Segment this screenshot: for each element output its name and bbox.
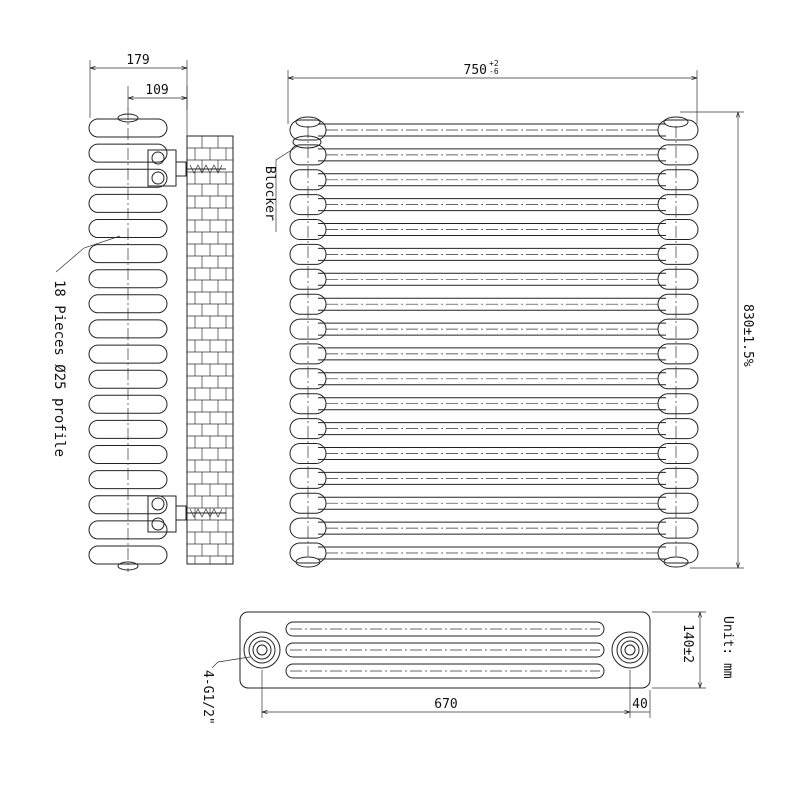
width-tol-lower: -6 <box>489 67 499 76</box>
front-tube <box>289 268 699 290</box>
profile-leader <box>55 235 121 273</box>
front-tube <box>289 443 699 464</box>
height-dim-label: 830±1.5% <box>740 304 755 367</box>
front-tube <box>289 318 699 340</box>
front-tube <box>289 293 699 315</box>
front-view: Blocker 750 +2 -6 830±1.5% <box>262 59 755 569</box>
upper-bracket <box>147 149 226 187</box>
side-view: 179 109 18 Pieces Ø25 profile <box>51 53 234 572</box>
front-tube-stack <box>289 119 699 564</box>
front-tube <box>289 368 699 390</box>
front-top-left-cap <box>295 116 321 128</box>
offset-dimension: 40 <box>630 690 651 718</box>
top-slots <box>285 621 605 679</box>
right-connection <box>611 631 649 669</box>
front-tube <box>289 119 699 141</box>
wall-bricks <box>187 136 233 564</box>
connection-leader <box>211 656 251 669</box>
connection-label: 4-G1/2" <box>200 670 215 725</box>
centres-dimension: 670 <box>261 670 631 718</box>
front-tube <box>289 219 699 240</box>
centres-dim-label: 670 <box>434 697 457 712</box>
lower-bracket <box>147 495 226 533</box>
front-top-right-cap <box>663 116 689 128</box>
front-tube <box>289 243 699 265</box>
front-tube <box>289 418 699 440</box>
front-tube <box>289 194 699 216</box>
front-tube <box>289 169 699 191</box>
centre-dim-label: 109 <box>145 83 168 98</box>
front-tube <box>289 517 699 539</box>
top-depth-dimension: 140±2 <box>652 611 706 689</box>
left-connection <box>243 631 281 669</box>
depth-dim-label: 179 <box>126 53 149 68</box>
blocker-label: Blocker <box>262 166 277 221</box>
top-depth-dim-label: 140±2 <box>680 624 695 663</box>
width-dimension: 750 +2 -6 <box>287 59 698 124</box>
profile-note: 18 Pieces Ø25 profile <box>51 280 67 457</box>
front-bottom-right-cap <box>663 556 689 568</box>
offset-dim-label: 40 <box>632 697 648 712</box>
top-outline <box>239 611 651 689</box>
height-dimension: 830±1.5% <box>680 111 755 569</box>
bottom-cap <box>117 561 139 571</box>
front-tube <box>289 467 699 489</box>
unit-label: Unit: mm <box>720 616 735 679</box>
width-dim-label: 750 <box>464 63 487 78</box>
front-tube <box>289 393 699 415</box>
front-bottom-left-cap <box>295 556 321 568</box>
front-tube <box>289 542 699 564</box>
top-view: 4-G1/2" 670 40 140±2 Unit: mm <box>200 611 735 725</box>
front-tube <box>289 144 699 166</box>
front-tube <box>289 343 699 365</box>
centre-dimension: 109 <box>127 83 188 110</box>
width-tol-upper: +2 <box>489 59 499 68</box>
top-cap <box>117 113 139 123</box>
blocker: Blocker <box>262 135 322 232</box>
wall <box>186 135 234 565</box>
front-tube <box>289 492 699 514</box>
depth-dimension: 179 <box>89 53 188 136</box>
